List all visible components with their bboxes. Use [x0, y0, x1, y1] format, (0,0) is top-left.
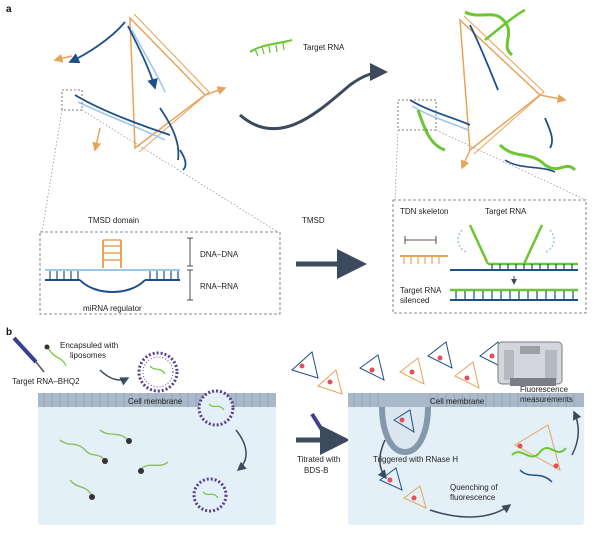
tetrahedron-left	[53, 13, 227, 171]
inset-tmsd-domain	[39, 231, 281, 315]
endocytosis-vesicle	[379, 406, 431, 456]
silenced-label-line1: Target RNA	[400, 286, 442, 295]
encapsuled-line2: liposomes	[70, 351, 106, 360]
quenched-tdn	[511, 424, 567, 483]
transition-arrow	[239, 63, 388, 131]
panel-a-letter: a	[6, 4, 12, 15]
inset-tdn	[392, 199, 587, 314]
zoom-line	[435, 129, 587, 201]
internal-probes	[379, 467, 427, 509]
trigger-arrow	[377, 439, 387, 480]
tdn-skeleton-label: TDN skeleton	[400, 207, 448, 216]
dna-dna-label: DNA–DNA	[200, 250, 239, 259]
panel-b-letter: b	[6, 327, 12, 338]
cell-interior-left	[38, 393, 276, 525]
zoom-box-right	[397, 99, 437, 131]
cell-membrane-right-label: Cell membrane	[430, 397, 485, 406]
measurement-arrow	[571, 410, 582, 456]
cell-membrane-left-label: Cell membrane	[128, 397, 183, 406]
liposome-icon	[197, 389, 235, 427]
rna-rna-label: RNA–RNA	[200, 282, 239, 291]
zoom-line	[394, 129, 399, 201]
tdn-probes-top	[359, 341, 505, 389]
pipette-icon	[310, 412, 327, 439]
tdn-skeleton-strand	[400, 236, 448, 264]
rnase-label: Triggered with RNase H	[373, 455, 458, 464]
microscope-icon	[497, 341, 563, 386]
quench-arrow	[429, 504, 512, 518]
mirna-regulator-label: miRNA regulator	[83, 304, 142, 313]
silenced-duplex	[450, 288, 578, 301]
tmsd-duplex	[45, 239, 180, 293]
titrated-line2: BDS-B	[304, 466, 328, 475]
tdn-probe-cluster	[291, 351, 343, 395]
zoom-line	[81, 109, 279, 233]
target-rna-label: Target RNA	[303, 43, 345, 52]
tetrahedron-right	[409, 8, 577, 173]
silenced-label-line2: silenced	[400, 296, 429, 305]
target-rna-right-label: Target RNA	[485, 207, 527, 216]
quench-line1: Quenching of	[450, 483, 498, 492]
uptake-arrow	[235, 429, 247, 471]
liposome-icon	[137, 351, 179, 393]
tmsd-domain-label: TMSD domain	[88, 216, 139, 225]
liposome-icon	[192, 477, 228, 513]
zoom-box-left	[61, 89, 83, 111]
cell-membrane-right	[348, 393, 584, 407]
fluor-line1: Fluorescence	[520, 385, 569, 394]
encapsulation-arrow	[99, 369, 130, 386]
titrated-line1: Titrated with	[297, 455, 340, 464]
fluor-line2: measurements	[520, 395, 573, 404]
membrane-pattern-right	[353, 393, 575, 407]
encapsuled-line1: Encapsuled with	[60, 341, 118, 350]
target-rna-strand	[249, 39, 293, 57]
released-rna-strands	[59, 429, 169, 500]
zoom-line	[41, 109, 63, 233]
target-bhq2-label: Target RNA–BHQ2	[12, 377, 80, 386]
pipette-icon	[12, 336, 67, 373]
tmsd-label: TMSD	[302, 216, 325, 225]
target-rna-hairpin	[450, 224, 578, 285]
quench-line2: fluorescence	[450, 493, 496, 502]
